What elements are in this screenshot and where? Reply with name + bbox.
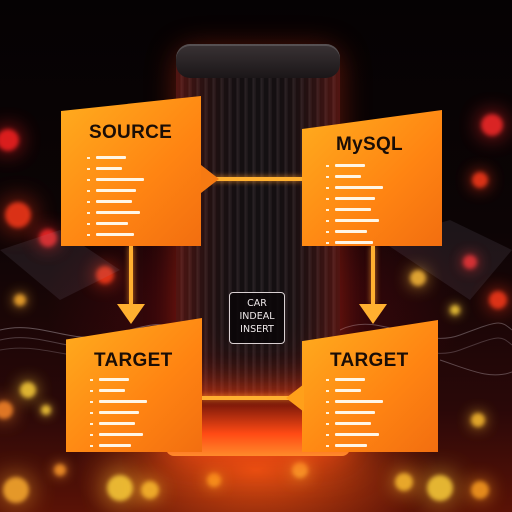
card-target-right: TARGET bbox=[302, 320, 438, 452]
card-target-left: TARGET bbox=[66, 318, 202, 452]
text-line bbox=[326, 171, 383, 182]
bokeh-light bbox=[39, 229, 57, 247]
bokeh-light bbox=[471, 481, 489, 499]
bokeh-light bbox=[0, 129, 19, 151]
text-line bbox=[326, 182, 383, 193]
bokeh-light bbox=[5, 202, 31, 228]
card-target-right-title: TARGET bbox=[330, 350, 409, 371]
connector-source-mysql bbox=[210, 177, 302, 181]
text-line bbox=[87, 229, 144, 240]
text-line bbox=[326, 226, 383, 237]
text-line bbox=[326, 385, 383, 396]
bokeh-light bbox=[471, 413, 485, 427]
text-line bbox=[90, 418, 147, 429]
server-label-line-1: CAR bbox=[247, 298, 267, 309]
card-source-title: SOURCE bbox=[89, 122, 173, 143]
text-line bbox=[326, 407, 383, 418]
text-line bbox=[326, 440, 383, 451]
text-line bbox=[90, 396, 147, 407]
arrow-source-down bbox=[117, 304, 145, 324]
text-line bbox=[326, 396, 383, 407]
connector-mysql-down bbox=[371, 246, 375, 304]
bokeh-light bbox=[450, 305, 460, 315]
bokeh-light bbox=[3, 477, 29, 503]
text-line bbox=[326, 204, 383, 215]
server-label-line-2: INDEAL bbox=[239, 311, 275, 322]
text-line bbox=[326, 193, 383, 204]
arrow-mysql-down bbox=[359, 304, 387, 324]
text-line bbox=[87, 185, 144, 196]
bokeh-light bbox=[489, 291, 507, 309]
text-line bbox=[90, 407, 147, 418]
text-line bbox=[326, 429, 383, 440]
text-line bbox=[90, 374, 147, 385]
bokeh-light bbox=[427, 475, 453, 501]
card-mysql: MySQL bbox=[302, 110, 442, 246]
bokeh-light bbox=[141, 481, 159, 499]
text-line bbox=[87, 207, 144, 218]
card-source: SOURCE bbox=[61, 96, 201, 246]
server-top-cap bbox=[176, 44, 340, 78]
bokeh-light bbox=[207, 473, 221, 487]
text-line bbox=[87, 152, 144, 163]
bokeh-light bbox=[20, 382, 36, 398]
bokeh-light bbox=[14, 294, 26, 306]
text-line bbox=[326, 418, 383, 429]
bokeh-light bbox=[481, 114, 503, 136]
text-line bbox=[90, 429, 147, 440]
text-line bbox=[326, 215, 383, 226]
card-target-right-lines bbox=[326, 374, 383, 452]
bokeh-light bbox=[41, 405, 51, 415]
server-label-line-3: INSERT bbox=[240, 324, 274, 335]
bokeh-light bbox=[107, 475, 133, 501]
text-line bbox=[90, 385, 147, 396]
bokeh-light bbox=[463, 255, 477, 269]
text-line bbox=[326, 237, 383, 246]
bokeh-light bbox=[96, 266, 114, 284]
card-target-left-title: TARGET bbox=[94, 350, 173, 371]
server-label: CAR INDEAL INSERT bbox=[229, 292, 285, 344]
connector-target-left-right bbox=[200, 396, 304, 400]
text-line bbox=[326, 160, 383, 171]
text-line bbox=[87, 218, 144, 229]
bokeh-light bbox=[0, 401, 13, 419]
connector-source-down bbox=[129, 246, 133, 304]
card-source-pointer bbox=[201, 165, 219, 193]
card-source-lines bbox=[87, 152, 144, 240]
card-mysql-lines bbox=[326, 160, 383, 246]
text-line bbox=[326, 374, 383, 385]
bokeh-light bbox=[472, 172, 488, 188]
bokeh-light bbox=[395, 473, 413, 491]
text-line bbox=[87, 174, 144, 185]
bokeh-light bbox=[54, 464, 66, 476]
card-target-right-pointer bbox=[286, 384, 304, 412]
card-target-left-lines bbox=[90, 374, 147, 452]
bokeh-light bbox=[292, 462, 308, 478]
card-mysql-title: MySQL bbox=[336, 134, 403, 155]
bokeh-light bbox=[410, 270, 426, 286]
text-line bbox=[87, 196, 144, 207]
text-line bbox=[90, 440, 147, 451]
text-line bbox=[87, 163, 144, 174]
